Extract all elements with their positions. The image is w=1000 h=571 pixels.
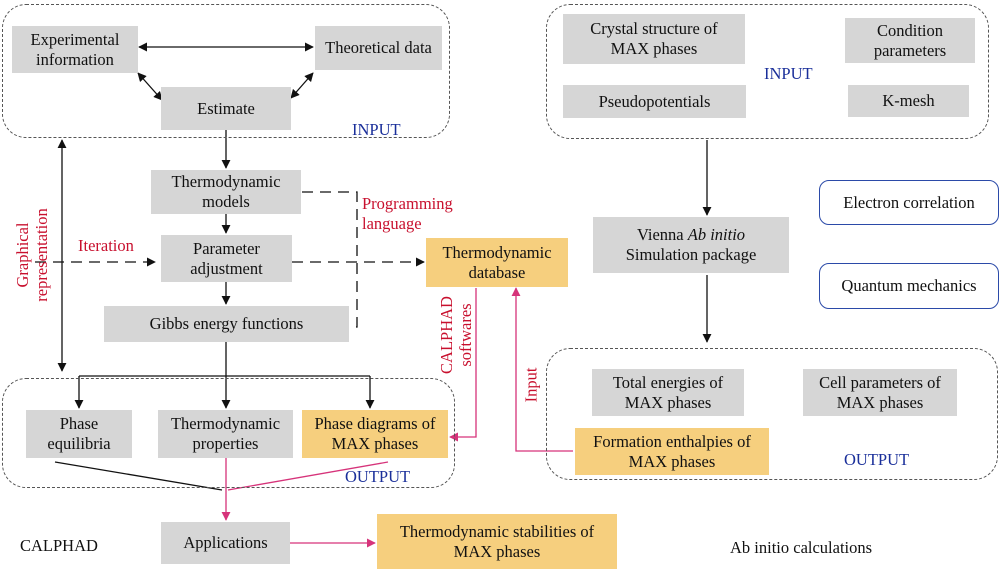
- calphad-output-group: [2, 378, 455, 488]
- calphad-input-label: INPUT: [352, 120, 401, 139]
- calphad-softwares-label: CALPHAD softwares: [437, 296, 475, 374]
- programming-language-label: Programming language: [362, 194, 453, 233]
- parameter-adjustment-box: Parameter adjustment: [161, 235, 292, 282]
- estimate-box: Estimate: [161, 87, 291, 130]
- formation-enthalpies-box: Formation enthalpies of MAX phases: [575, 428, 769, 475]
- vasp-subtitle-line: Simulation package: [625, 245, 757, 264]
- abinitio-output-group: [546, 348, 998, 480]
- input-arrow-label: Input: [521, 367, 541, 403]
- theoretical-data-box: Theoretical data: [315, 26, 442, 70]
- vasp-title-line: Vienna Ab initio: [636, 225, 746, 244]
- phase-equilibria-box: Phase equilibria: [26, 410, 132, 458]
- condition-parameters-box: Condition parameters: [845, 18, 975, 63]
- thermodynamic-properties-box: Thermodynamic properties: [158, 410, 293, 458]
- calphad-side-label: CALPHAD: [20, 536, 98, 555]
- applications-box: Applications: [161, 522, 290, 564]
- crystal-structure-box: Crystal structure of MAX phases: [563, 14, 745, 64]
- quantum-mechanics-box: Quantum mechanics: [819, 263, 999, 309]
- electron-correlation-box: Electron correlation: [819, 180, 999, 225]
- abinitio-side-label: Ab initio calculations: [730, 538, 873, 557]
- abinitio-output-label: OUTPUT: [844, 450, 910, 469]
- experimental-information-box: Experimental information: [12, 26, 138, 73]
- cell-parameters-box: Cell parameters of MAX phases: [803, 369, 957, 416]
- thermodynamic-database-box: Thermodynamic database: [426, 238, 568, 287]
- thermodynamic-models-box: Thermodynamic models: [151, 170, 301, 214]
- graphical-representation-label: Graphical representation: [13, 208, 51, 302]
- vasp-box: Vienna Ab initio Simulation package: [593, 217, 789, 273]
- abinitio-input-group: [546, 4, 989, 139]
- phase-diagrams-box: Phase diagrams of MAX phases: [302, 410, 448, 458]
- gibbs-energy-functions-box: Gibbs energy functions: [104, 306, 349, 342]
- abinitio-input-label: INPUT: [764, 64, 813, 83]
- thermodynamic-stabilities-box: Thermodynamic stabilities of MAX phases: [377, 514, 617, 569]
- calphad-output-label: OUTPUT: [345, 467, 411, 486]
- calphad-input-group: [2, 4, 450, 138]
- iteration-label: Iteration: [78, 236, 134, 255]
- pseudopotentials-box: Pseudopotentials: [563, 85, 746, 118]
- k-mesh-box: K-mesh: [848, 85, 969, 117]
- total-energies-box: Total energies of MAX phases: [592, 369, 744, 416]
